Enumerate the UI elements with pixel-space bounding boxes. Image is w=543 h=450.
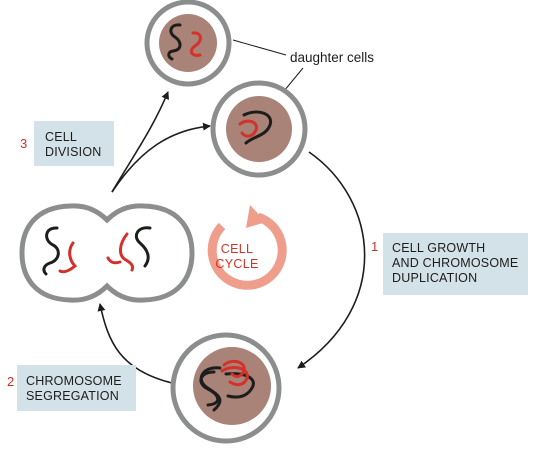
step-1-number: 1 [371,239,379,254]
black-chromosome [242,110,273,145]
cycle-label-line2: CYCLE [215,257,258,271]
step-2-number: 2 [7,374,15,389]
red-chromosome-pair [220,366,249,387]
daughter-cells-label: daughter cells [290,50,375,65]
lower-daughter-cell [210,80,308,178]
arrow-division-to-top-cell [111,91,169,193]
black-chromosome [134,226,152,268]
step-1-label-box: CELL GROWTH AND CHROMOSOME DUPLICATION [383,233,528,295]
step-3-line1: CELL [45,130,78,144]
step-3-number: 3 [20,136,28,151]
step-1-line2: AND CHROMOSOME [392,256,519,270]
red-chromosome [58,241,78,274]
red-chromosome [238,119,258,138]
cell-cycle-arrow-icon [207,205,287,290]
step-3-label-box: CELL DIVISION [34,121,114,166]
step-2-line2: SEGREGATION [26,389,119,403]
pointer-line-top [232,39,287,56]
red-chromosome [106,256,122,265]
step-1-line3: DUPLICATION [392,271,478,285]
step-2-line1: CHROMOSOME [26,374,122,388]
dividing-cell [19,203,195,303]
arrow-segregation [97,303,173,384]
red-chromosome [189,31,202,57]
step-3-line2: DIVISION [45,145,102,159]
duplicated-chromosome-cell [170,332,282,444]
black-chromosome [167,23,182,61]
red-chromosome [119,232,135,272]
arrow-division-to-lower-cell [111,122,211,193]
cycle-label-line1: CELL [221,242,253,256]
top-daughter-cell [144,0,232,87]
black-chromosome [42,226,60,276]
step-2-label-box: CHROMOSOME SEGREGATION [17,365,136,411]
black-chromosome-pair [199,366,222,412]
pointer-line-bottom [283,67,304,92]
step-1-line1: CELL GROWTH [392,241,486,255]
arrow-growth [297,151,366,369]
